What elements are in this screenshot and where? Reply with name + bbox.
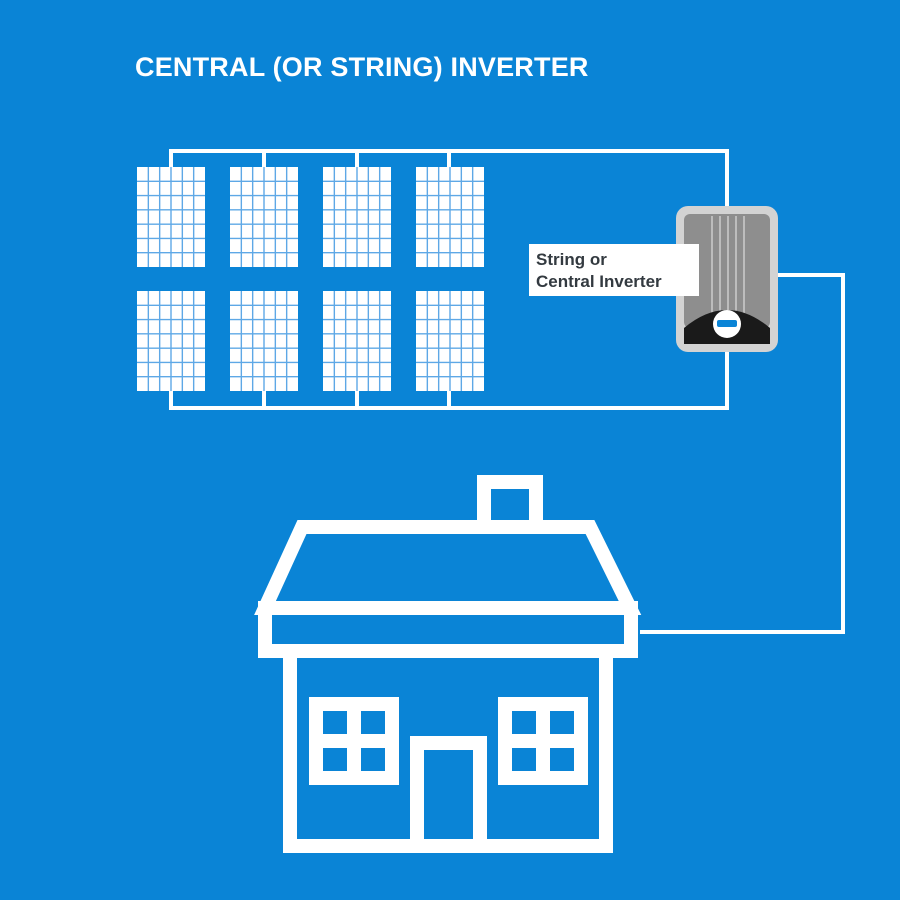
inverter-to-house-wire (640, 273, 845, 634)
house-icon (254, 475, 642, 853)
diagram-title: CENTRAL (OR STRING) INVERTER (135, 52, 589, 82)
inverter-vents (711, 216, 745, 326)
solar-panel-array (137, 167, 484, 391)
solar-panel-icon (416, 167, 484, 267)
solar-panel-icon (137, 167, 205, 267)
inverter-label-line2: Central Inverter (536, 272, 662, 291)
house-walls (283, 651, 613, 853)
inverter-icon (676, 206, 778, 352)
array-wiring (169, 149, 729, 410)
solar-panel-icon (230, 291, 298, 391)
solar-panel-icon (137, 291, 205, 391)
inverter-label: String or Central Inverter (529, 244, 699, 296)
inverter-label-line1: String or (536, 250, 607, 269)
roof-eave (258, 601, 638, 658)
inverter-indicator (717, 320, 737, 327)
roof (254, 520, 642, 615)
solar-panel-icon (416, 291, 484, 391)
solar-panel-icon (323, 167, 391, 267)
solar-panel-icon (230, 167, 298, 267)
solar-panel-icon (323, 291, 391, 391)
front-door (410, 736, 487, 846)
